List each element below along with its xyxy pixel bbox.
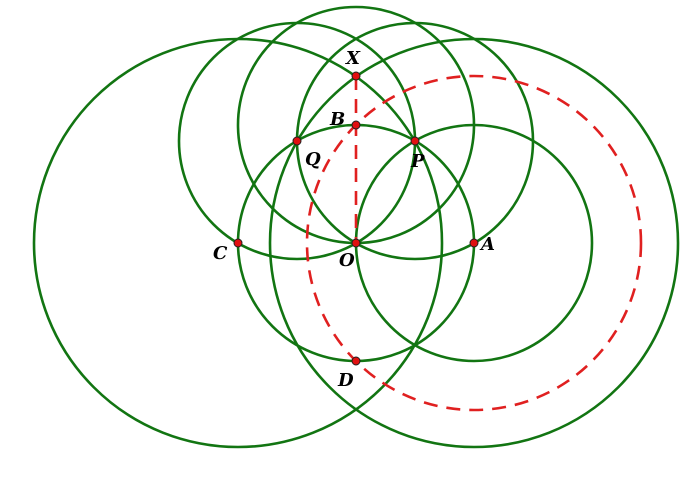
point-q xyxy=(292,136,302,146)
label-d: D xyxy=(337,370,354,391)
label-b: B xyxy=(329,109,345,130)
large-circle-center-c xyxy=(32,37,444,449)
label-p: P xyxy=(410,151,425,172)
label-c: C xyxy=(213,243,228,264)
dashed-circle xyxy=(305,74,643,412)
point-x xyxy=(351,71,361,81)
point-b xyxy=(351,120,361,130)
red-construction xyxy=(305,74,643,412)
label-o: O xyxy=(339,250,355,271)
point-labels: X B Q P C O A D xyxy=(213,48,495,391)
label-x: X xyxy=(345,48,361,69)
point-d xyxy=(351,356,361,366)
label-a: A xyxy=(479,234,495,255)
points xyxy=(233,71,479,366)
point-a xyxy=(469,238,479,248)
large-circle-center-a xyxy=(268,37,680,449)
point-p xyxy=(410,136,420,146)
point-c xyxy=(233,238,243,248)
point-o xyxy=(351,238,361,248)
label-q: Q xyxy=(305,149,321,170)
